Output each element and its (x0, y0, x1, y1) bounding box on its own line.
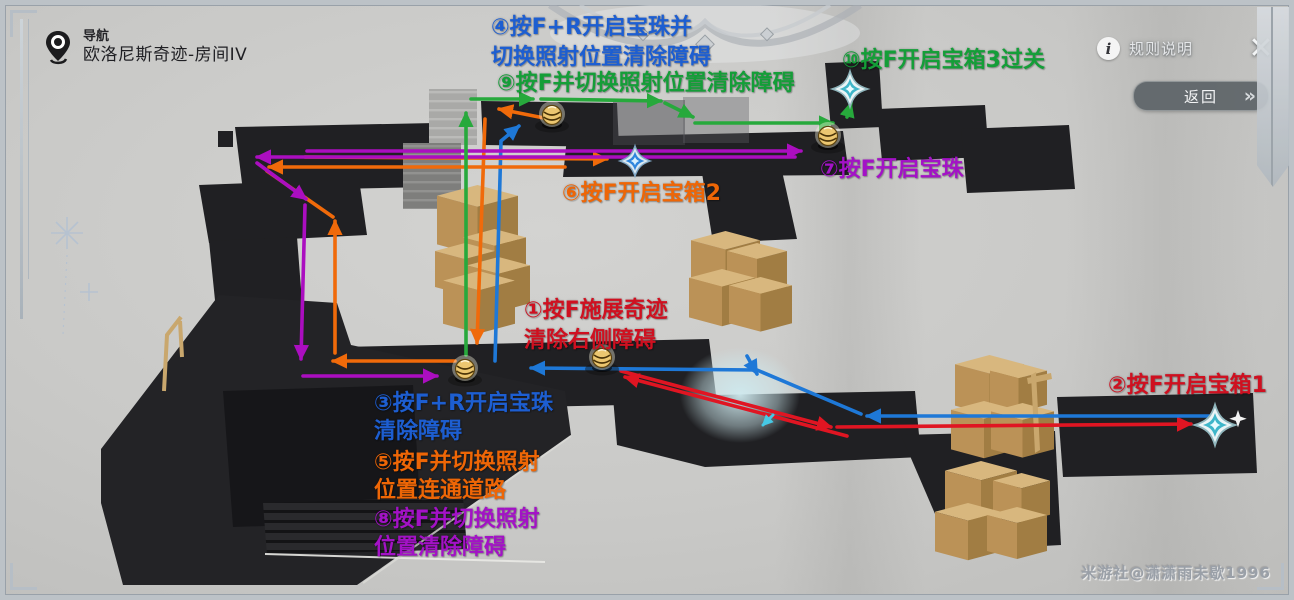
route-arrows (255, 91, 1211, 438)
annotation-step6: ⑥按F开启宝箱2 (562, 181, 721, 206)
chandelier-decoration (548, 5, 862, 63)
wooden-frame (1027, 372, 1052, 453)
back-button[interactable]: 返回 » (1133, 81, 1269, 111)
isometric-map (51, 5, 1257, 585)
info-icon: i (1097, 37, 1120, 60)
location-pin-icon (46, 31, 70, 65)
rules-button[interactable]: i 规则说明 (1097, 37, 1193, 60)
route-red (619, 369, 1193, 438)
rules-label: 规则说明 (1129, 40, 1194, 58)
annotation-step7: ⑦按F开启宝珠 (820, 157, 964, 182)
annotation-step1: ①按F施展奇迹 清除右侧障碍 (524, 298, 668, 353)
annotation-step8: ⑧按F并切换照射 位置清除障碍 (374, 507, 540, 560)
route-cyan (761, 413, 775, 427)
annotation-step4: ④按F+R开启宝珠并 切换照射位置清除障碍 (491, 15, 712, 70)
annotation-step3: ③按F+R开启宝珠 清除障碍 (374, 391, 554, 444)
sparkle-icon (1229, 410, 1247, 428)
route-green (458, 91, 855, 357)
crate-cluster-center (689, 231, 792, 332)
annotation-step9: ⑨按F并切换照射位置清除障碍 (497, 71, 795, 96)
close-button[interactable]: ✕ (1248, 31, 1274, 66)
back-label: 返回 (1183, 87, 1218, 106)
annotation-step10: ⑩按F开启宝箱3过关 (842, 48, 1045, 73)
wooden-gate (162, 315, 184, 392)
nav-title: 导航 (83, 29, 110, 44)
annotation-step5: ⑤按F并切换照射 位置连通道路 (374, 450, 540, 503)
header: 导航 欧洛尼斯奇迹-房间IV (43, 29, 247, 67)
snowflake-decoration (51, 217, 98, 336)
crate-cluster-right-upper (951, 355, 1054, 459)
route-purple (255, 143, 803, 384)
chevron-right-icon: » (1243, 85, 1256, 107)
annotation-step2: ②按F开启宝箱1 (1108, 373, 1267, 398)
watermark: 米游社@潇潇雨未歇1996 (1081, 564, 1271, 582)
location-name: 欧洛尼斯奇迹-房间IV (83, 45, 248, 65)
map-markers (447, 70, 1247, 447)
